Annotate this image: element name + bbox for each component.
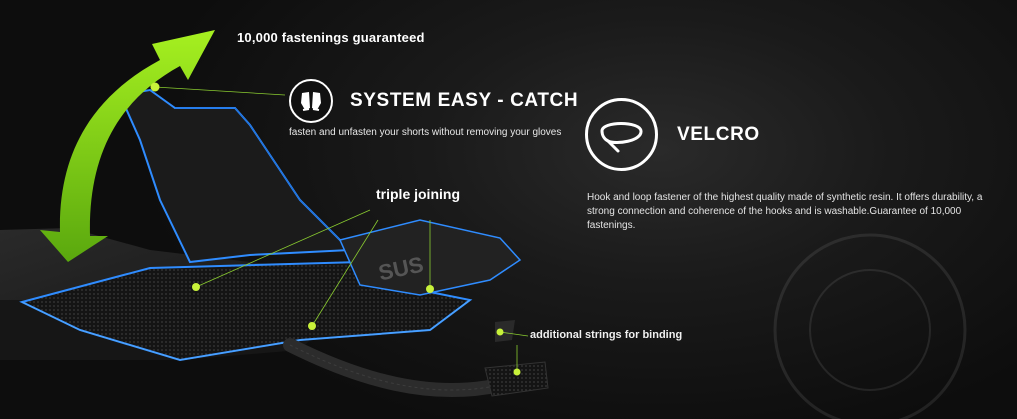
easy-catch-subtitle: fasten and unfasten your shorts without … (289, 127, 562, 138)
triple-joining-label: triple joining (376, 186, 460, 202)
velcro-description: Hook and loop fastener of the highest qu… (587, 192, 983, 231)
fastenings-guaranteed-label: 10,000 fastenings guaranteed (237, 30, 425, 45)
callout-dot-string-2 (513, 368, 521, 376)
callout-leader-lines (154, 86, 529, 372)
callout-dot-string-1 (496, 328, 504, 336)
gloves-icon (289, 79, 333, 123)
callout-dot-fastening (150, 82, 160, 92)
easy-catch-title: SYSTEM EASY - CATCH (350, 90, 579, 111)
velcro-loop-icon (585, 98, 658, 171)
callout-dots (150, 82, 521, 376)
watermark-logo (773, 233, 967, 419)
velcro-title: VELCRO (677, 124, 760, 145)
callout-dot-joining-2 (426, 285, 434, 293)
callout-dot-hook-strap (192, 283, 200, 291)
binding-strings-label: additional strings for binding (530, 329, 683, 341)
callout-dot-joining-1 (308, 322, 316, 330)
curved-arrow-icon (40, 30, 215, 262)
